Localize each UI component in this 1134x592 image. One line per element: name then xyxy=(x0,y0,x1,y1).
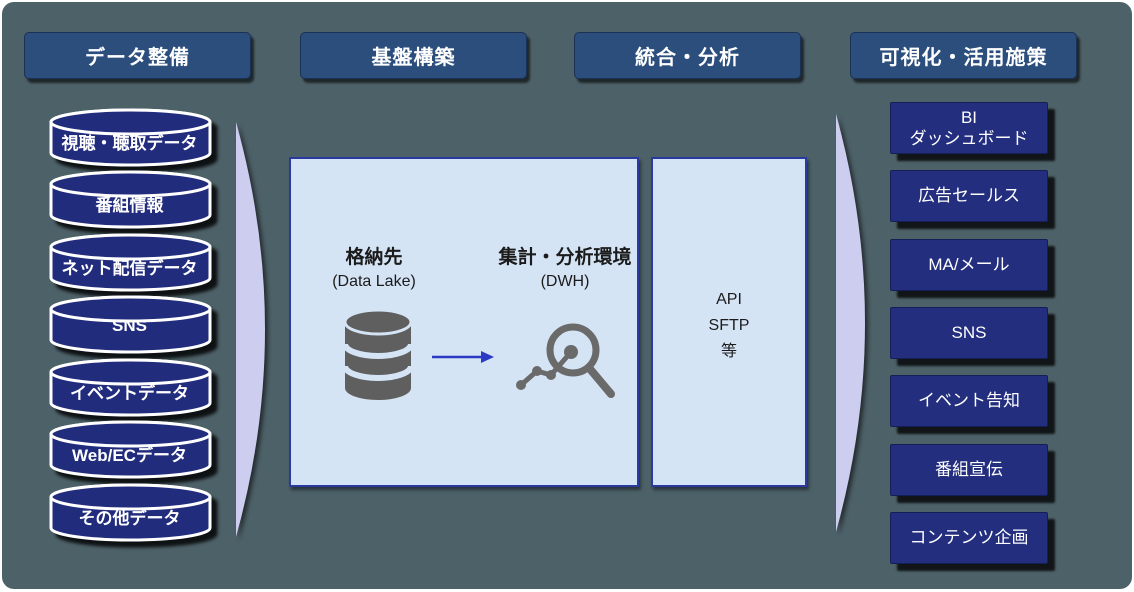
data-source-cylinder: その他データ xyxy=(48,482,212,542)
integration-box: API SFTP 等 xyxy=(651,157,807,487)
data-source-label: 視聴・聴取データ xyxy=(61,134,198,153)
output-item-ma-mail: MA/メール xyxy=(890,239,1048,291)
storage-subtitle: (Data Lake) xyxy=(332,272,416,290)
data-source-cylinder: ネット配信データ xyxy=(48,232,212,292)
platform-box: 格納先 (Data Lake) 集計・分析環境 (DWH) xyxy=(289,157,639,487)
integration-methods: API SFTP 等 xyxy=(653,291,805,361)
output-item-program-promo: 番組宣伝 xyxy=(890,444,1048,496)
magnifier-chart-icon xyxy=(516,323,615,398)
storage-label-group: 格納先 (Data Lake) xyxy=(309,245,439,292)
database-icon xyxy=(344,309,412,400)
dwh-subtitle: (DWH) xyxy=(540,272,590,290)
data-source-label: ネット配信データ xyxy=(61,259,198,278)
data-source-cylinder: Web/ECデータ xyxy=(48,419,212,479)
cylinder-icon xyxy=(49,358,212,417)
output-item-event-notice: イベント告知 xyxy=(890,375,1048,427)
cylinder-icon xyxy=(49,483,212,542)
output-item-content-planning: コンテンツ企画 xyxy=(890,512,1048,564)
data-source-cylinder: SNS xyxy=(48,294,212,354)
right-arrow-icon xyxy=(432,351,494,363)
storage-title: 格納先 xyxy=(345,247,403,268)
cylinder-icon xyxy=(49,295,212,354)
data-source-label: SNS xyxy=(112,316,147,335)
output-item-ad-sales: 広告セールス xyxy=(890,170,1048,222)
integration-method-etc: 等 xyxy=(720,343,737,360)
data-source-cylinder: イベントデータ xyxy=(48,357,212,417)
data-source-label: イベントデータ xyxy=(70,384,189,403)
dwh-title: 集計・分析環境 xyxy=(498,247,632,268)
integration-method-api: API xyxy=(716,291,742,308)
cylinder-icon xyxy=(49,170,212,229)
header-platform-build: 基盤構築 xyxy=(300,32,527,79)
header-integration-analysis: 統合・分析 xyxy=(574,32,801,79)
data-source-label: その他データ xyxy=(78,509,181,528)
output-item-bi-dashboard: BI ダッシュボード xyxy=(890,102,1048,154)
integration-method-sftp: SFTP xyxy=(708,317,750,334)
header-data-preparation: データ整備 xyxy=(24,32,251,79)
header-visualization-measures: 可視化・活用施策 xyxy=(850,32,1077,79)
dwh-label-group: 集計・分析環境 (DWH) xyxy=(485,245,645,292)
output-item-sns: SNS xyxy=(890,307,1048,359)
data-source-label: 番組情報 xyxy=(95,196,164,215)
data-source-cylinder: 番組情報 xyxy=(48,169,212,229)
cylinder-icon xyxy=(49,420,212,479)
cylinder-icon xyxy=(49,233,212,292)
data-source-cylinder: 視聴・聴取データ xyxy=(48,107,212,167)
cylinder-icon xyxy=(49,108,212,167)
data-source-label: Web/ECデータ xyxy=(72,446,187,465)
